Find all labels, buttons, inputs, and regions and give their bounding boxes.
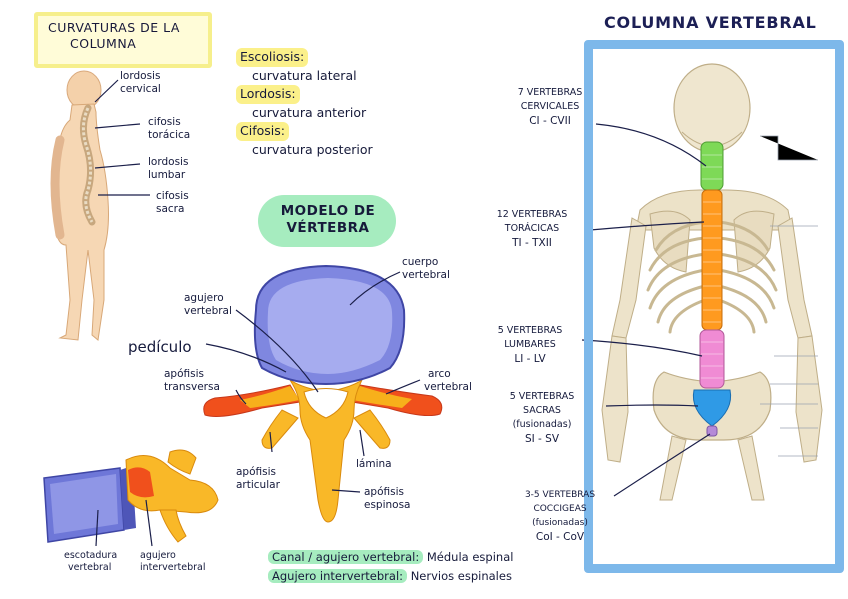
page-title: CURVATURAS DE LA COLUMNA [48,20,180,52]
spine-title: COLUMNA VERTEBRAL [604,13,817,32]
label-pediculo: pedículo [128,338,192,356]
vertebra-model-badge [258,195,396,247]
label-agujero-vertebral: agujero vertebral [184,292,232,317]
label-cifosis-sacra: cifosis sacra [156,190,189,215]
label-cervical-region: 7 VERTEBRAS CERVICALES CI - CVII [517,87,583,127]
label-apofisis-articular: apófisis articular [236,466,280,491]
note-canal-vertebral: Canal / agujero vertebral: Médula espina… [268,548,513,567]
def-term-escoliosis: Escoliosis: [236,48,309,67]
vertebra-model-title: MODELO DE VÉRTEBRA [280,203,376,236]
label-arco-vertebral: arco vertebral [424,368,472,393]
label-cifosis-toracica: cifosis torácica [148,116,191,141]
label-lordosis-cervical: lordosis cervical [120,70,161,95]
human-side-figure [50,70,150,341]
spine-panel-frame [584,40,844,573]
label-apofisis-espinosa: apófisis espinosa [364,486,411,511]
curvature-definitions: Escoliosis: curvatura lateral Lordosis: … [236,48,373,159]
skeleton-illustration [581,63,823,501]
label-sacral-region: 5 VERTEBRAS SACRAS (fusionadas) SI - SV [509,391,575,445]
label-lamina: lámina [356,458,392,470]
label-thoracic-region: 12 VERTEBRAS TORÁCICAS TI - TXII [496,209,568,249]
title-box [34,12,212,68]
foramen-notes: Canal / agujero vertebral: Médula espina… [268,548,513,586]
label-cuerpo-vertebral: cuerpo vertebral [402,256,450,281]
note-agujero-intervertebral: Agujero intervertebral: Nervios espinale… [268,567,513,586]
label-lordosis-lumbar: lordosis lumbar [148,156,189,181]
vertebra-side-illustration [43,449,219,547]
def-desc-lordosis: curvatura anterior [252,104,367,120]
label-apofisis-transversa: apófisis transversa [164,368,220,393]
label-lumbar-region: 5 VERTEBRAS LUMBARES LI - LV [497,325,563,365]
title-line-1: CURVATURAS DE LA [48,20,180,35]
def-desc-cifosis: curvatura posterior [252,141,373,157]
def-desc-escoliosis: curvatura lateral [252,67,357,83]
def-term-lordosis: Lordosis: [236,85,300,104]
def-term-cifosis: Cifosis: [236,122,289,141]
label-agujero-intervertebral: agujero intervertebral [140,550,206,573]
title-line-2: COLUMNA [70,36,137,51]
vertebra-axial-illustration [203,264,443,523]
label-escotadura-vertebral: escotadura vertebral [64,550,118,573]
label-coccygeal-region: 3-5 VERTEBRAS COCCIGEAS (fusionadas) CoI… [524,490,596,543]
